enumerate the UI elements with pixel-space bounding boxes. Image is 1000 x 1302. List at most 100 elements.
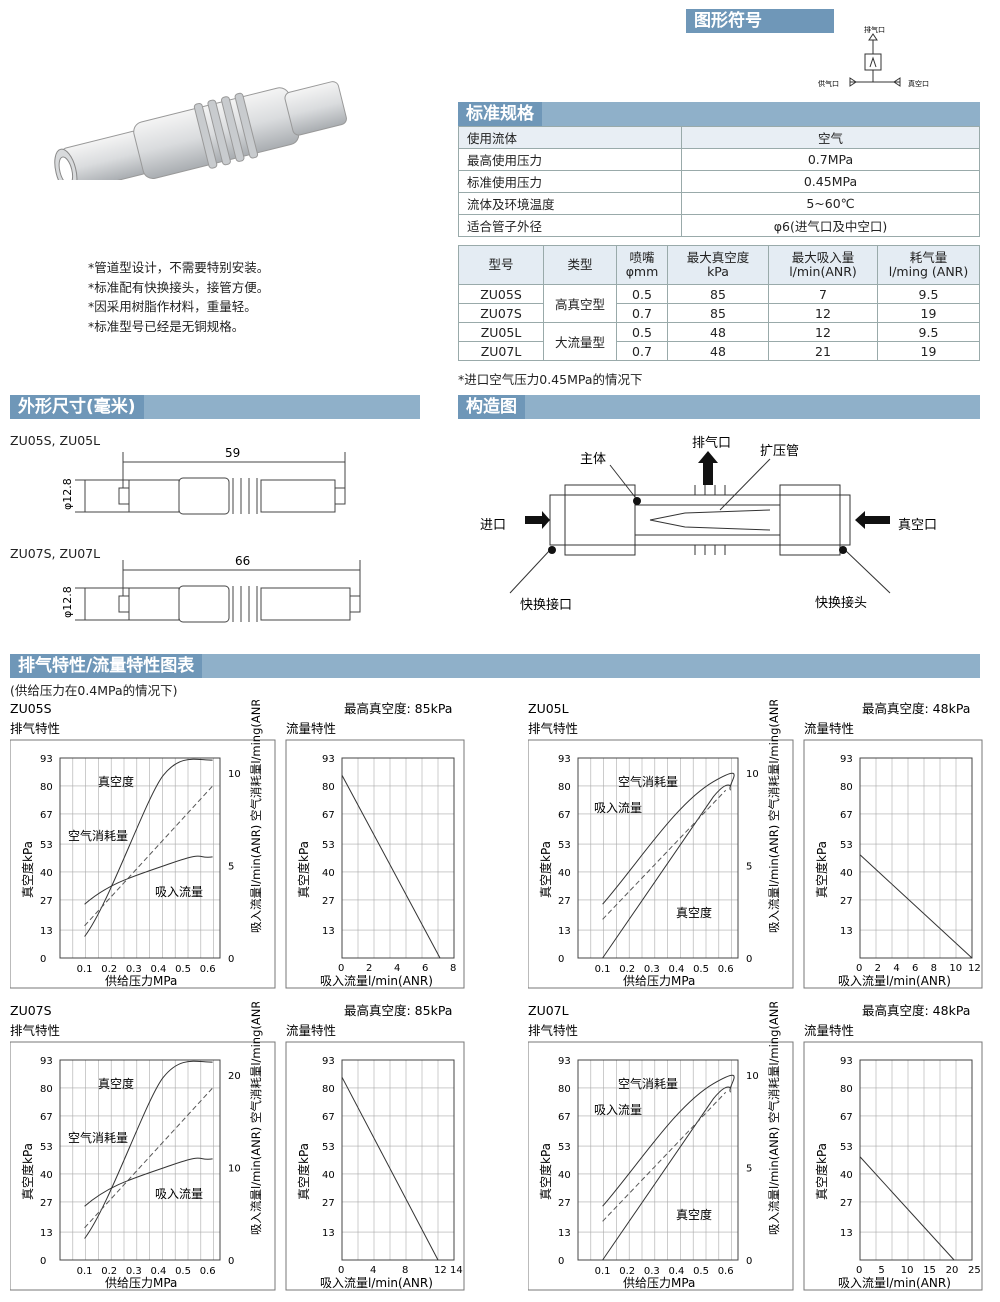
y2-tick: 10 <box>228 1164 241 1175</box>
y-tick: 27 <box>840 896 853 907</box>
exhaust-frame <box>10 739 276 989</box>
y2-tick: 10 <box>746 769 759 780</box>
exhaust-frame <box>528 739 794 989</box>
cell: ZU05L <box>458 322 544 342</box>
y-tick: 13 <box>840 1228 853 1239</box>
cell: 0.7 <box>616 341 668 361</box>
charts-title: 排气特性/流量特性图表 <box>10 654 203 678</box>
x-tick: 0.2 <box>101 964 117 975</box>
x-tick: 10 <box>949 963 962 974</box>
col-header: 最大吸入量 l/min(ANR) <box>768 245 878 285</box>
x-tick: 0.4 <box>150 1266 166 1277</box>
x-axis-label: 吸入流量l/min(ANR) <box>838 974 951 988</box>
flow-title: 流量特性 <box>804 721 854 736</box>
structure-exhaust-label: 排气口 <box>692 435 731 451</box>
x-tick: 0 <box>338 1265 344 1276</box>
x-tick: 8 <box>402 1265 408 1276</box>
structure-body-label: 主体 <box>580 452 606 467</box>
plot-border <box>859 757 973 959</box>
cell: 9.5 <box>877 284 980 304</box>
y-tick: 67 <box>840 810 853 821</box>
vacuum-curve-label: 真空度 <box>676 905 712 920</box>
x-tick: 0.4 <box>150 964 166 975</box>
dims-header: 外形尺寸(毫米) <box>10 395 420 419</box>
table-row: 使用流体空气 <box>458 126 980 149</box>
exhaust-title: 排气特性 <box>528 721 578 736</box>
plot-border <box>577 757 739 959</box>
air-curve-label: 空气消耗量 <box>68 1130 128 1145</box>
x-axis-label: 吸入流量l/min(ANR) <box>838 1276 951 1290</box>
col-header: 最大真空度 kPa <box>667 245 769 285</box>
air-curve-label: 空气消耗量 <box>68 828 128 843</box>
y-tick: 27 <box>558 1198 571 1209</box>
x-tick: 0.6 <box>200 964 216 975</box>
y-tick: 27 <box>558 896 571 907</box>
x-tick: 0.1 <box>595 1266 611 1277</box>
chart-model-label: ZU07L <box>528 1003 569 1018</box>
x-tick: 0.5 <box>693 964 709 975</box>
y2-tick: 0 <box>746 1256 752 1267</box>
spec-value: 0.45MPa <box>681 170 980 193</box>
y-tick: 53 <box>322 840 335 851</box>
y-tick: 93 <box>322 754 335 765</box>
cell: 48 <box>667 341 769 361</box>
y2-tick: 20 <box>228 1071 241 1082</box>
y-tick: 93 <box>558 1056 571 1067</box>
x-tick: 10 <box>901 1265 914 1276</box>
chart-model-label: ZU07S <box>10 1003 52 1018</box>
x-tick: 14 <box>450 1265 463 1276</box>
suction-curve <box>602 772 735 905</box>
x-tick: 0.3 <box>644 1266 660 1277</box>
x-tick: 0.6 <box>718 1266 734 1277</box>
x-axis-label: 供给压力MPa <box>623 1276 695 1290</box>
y-tick: 93 <box>840 754 853 765</box>
flow-title: 流量特性 <box>286 1023 336 1038</box>
y2-axis-label: 吸入流量l/min(ANR) 空气消耗量l/ming(ANR) <box>767 1002 781 1235</box>
dims-b-models: ZU07S, ZU07L <box>10 546 101 561</box>
flow-title: 流量特性 <box>804 1023 854 1038</box>
cell: 12 <box>768 303 878 323</box>
y-tick: 27 <box>840 1198 853 1209</box>
y-tick: 40 <box>840 1170 853 1181</box>
cell: 0.7 <box>616 303 668 323</box>
x-tick: 0.3 <box>644 964 660 975</box>
x-tick: 4 <box>893 963 899 974</box>
y-tick: 53 <box>40 1142 53 1153</box>
y-tick: 40 <box>322 868 335 879</box>
structure-fitting-right: 快换接头 <box>815 595 867 611</box>
chart-maxvac-label: 最高真空度: 85kPa <box>344 701 452 716</box>
y-tick: 13 <box>558 926 571 937</box>
y-tick: 93 <box>40 754 53 765</box>
flow-frame <box>803 1041 983 1291</box>
x-tick: 0 <box>338 963 344 974</box>
charts-subtitle: (供给压力在0.4MPa的情况下) <box>10 683 178 698</box>
y-tick: 13 <box>558 1228 571 1239</box>
x-tick: 6 <box>912 963 918 974</box>
y-tick: 67 <box>558 1112 571 1123</box>
y-tick: 80 <box>558 782 571 793</box>
y-tick: 53 <box>322 1142 335 1153</box>
spec-key: 流体及环境温度 <box>458 192 682 215</box>
x-tick: 15 <box>923 1265 936 1276</box>
x-tick: 2 <box>875 963 881 974</box>
x-tick: 2 <box>366 963 372 974</box>
y-tick: 67 <box>40 1112 53 1123</box>
suction-curve-label: 吸入流量 <box>594 1103 642 1117</box>
suction-curve-label: 吸入流量 <box>155 1187 203 1201</box>
y-tick: 0 <box>40 1256 46 1267</box>
y2-tick: 0 <box>228 1256 234 1267</box>
flow-frame <box>285 1041 465 1291</box>
spec-value: 空气 <box>681 126 980 149</box>
x-tick: 0.6 <box>718 964 734 975</box>
y2-tick: 0 <box>228 954 234 965</box>
x-tick: 4 <box>394 963 400 974</box>
cell: ZU07L <box>458 341 544 361</box>
cell: 48 <box>667 322 769 342</box>
suction-curve-label: 吸入流量 <box>155 885 203 899</box>
x-tick: 0.6 <box>200 1266 216 1277</box>
y-tick: 13 <box>40 926 53 937</box>
plot-border <box>577 1059 739 1261</box>
